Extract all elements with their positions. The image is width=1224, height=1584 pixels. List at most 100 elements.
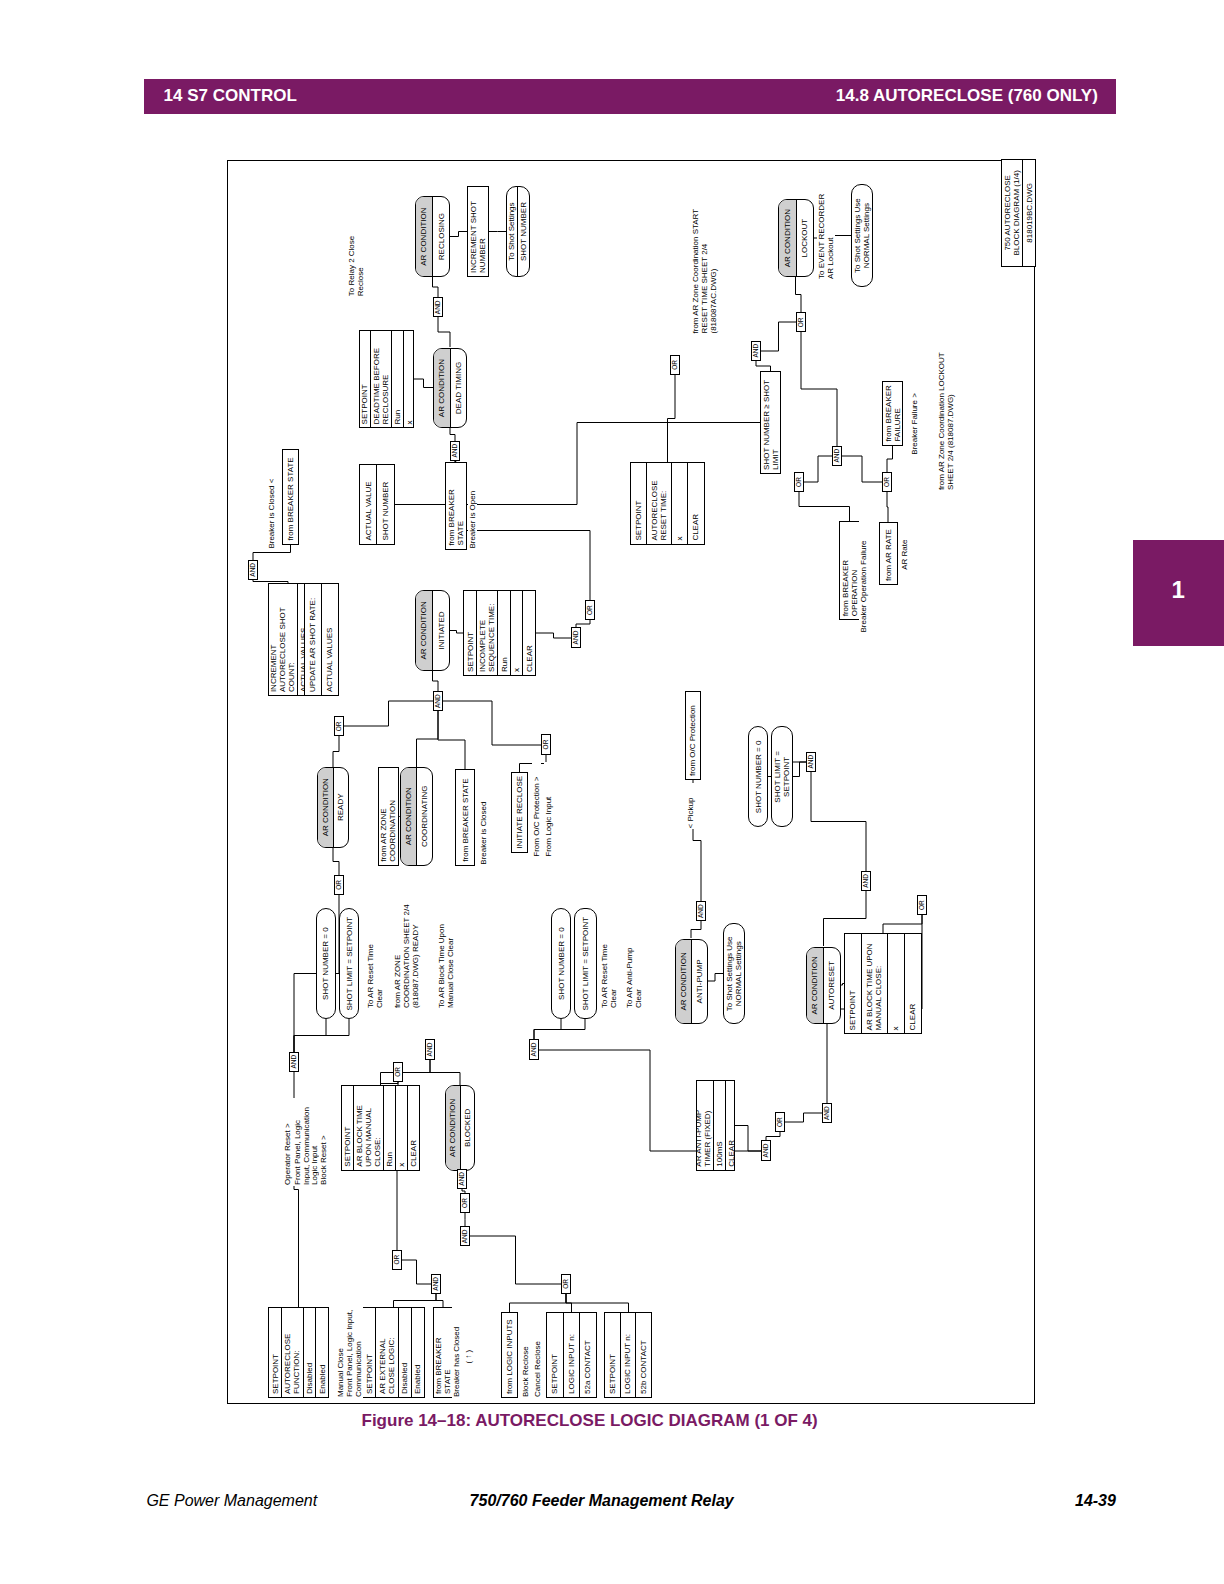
box-text: AR ANTI-PUMP TIMER (FIXED) xyxy=(696,1081,715,1170)
box-text: To Shot Settings Use NORMAL Settings xyxy=(852,185,872,286)
signal-label: To AR Anti-Pump Clear xyxy=(625,930,643,1009)
gate-label: AND xyxy=(461,1227,469,1245)
box-text: SHOT NUMBER xyxy=(378,465,394,544)
signal-wire xyxy=(668,375,676,462)
box-text: from AR ZONE COORDINATION xyxy=(378,768,398,865)
signal-wire xyxy=(450,428,455,441)
signal-wire xyxy=(510,1294,567,1312)
logic-gate: AND xyxy=(248,560,258,580)
signal-wire xyxy=(455,461,590,600)
box-text: SHOT LIMIT = SETPOINT xyxy=(340,909,358,1018)
rounded-box: SHOT LIMIT = SETPOINT xyxy=(771,726,793,827)
wire-layer xyxy=(228,159,1036,1403)
gate-label: OR xyxy=(671,356,679,374)
signal-label: Front Panel, Logic Input, Communication xyxy=(293,1098,311,1186)
box-text: ACTUAL VALUE xyxy=(360,465,377,544)
signal-wire xyxy=(438,711,465,769)
logic-box: SETPOINTLOGIC INPUT n:52b CONTACT xyxy=(604,1312,653,1398)
gate-label: OR xyxy=(394,1063,402,1081)
gate-label: AND xyxy=(434,298,442,316)
logic-gate: OR xyxy=(561,1274,571,1294)
signal-wire xyxy=(887,446,893,472)
signal-wire xyxy=(344,701,433,726)
box-text: ANTI-PUMP xyxy=(692,939,707,1023)
logic-box: SETPOINTAR BLOCK TIME UPON MANUAL CLOSE:… xyxy=(844,933,922,1034)
rounded-box: SHOT LIMIT = SETPOINT xyxy=(339,908,359,1019)
logic-gate: OR xyxy=(392,1249,402,1269)
box-text: To Shot Settings xyxy=(506,187,518,276)
condition-box: AR CONDITIONDEAD TIMING xyxy=(433,347,467,428)
box-text: READY xyxy=(334,768,349,847)
box-text: 52b CONTACT xyxy=(637,1313,652,1397)
box-text: AR BLOCK TIME UPON MANUAL CLOSE: xyxy=(862,934,888,1033)
signal-wire xyxy=(536,633,571,638)
box-text: CLEAR xyxy=(726,1081,735,1170)
signal-label: Manual Close xyxy=(336,1294,345,1398)
box-text: SHOT NUMBER ≥ SHOT LIMIT xyxy=(761,372,781,473)
diagram-frame: 750 AUTORECLOSE BLOCK DIAGRAM (1/4)81801… xyxy=(227,160,1035,1404)
box-text: AUTORECLOSE RESET TIME: xyxy=(647,463,672,544)
signal-wire xyxy=(430,1060,460,1085)
logic-box: from O/C Protection xyxy=(685,691,701,780)
footer-text: GE Power Management xyxy=(146,1492,317,1510)
logic-gate: AND xyxy=(822,1103,832,1123)
signal-wire xyxy=(414,379,433,388)
box-text: CLEAR xyxy=(905,934,921,1033)
gate-label: OR xyxy=(562,1275,570,1293)
box-text: from BREAKER STATE xyxy=(446,463,466,549)
logic-gate: AND xyxy=(529,1039,539,1059)
signal-label: From Logic Input xyxy=(544,762,553,858)
box-text: SHOT LIMIT = SETPOINT xyxy=(772,727,792,826)
signal-wire xyxy=(811,772,866,871)
box-text: INCOMPLETE SEQUENCE TIME: xyxy=(477,591,499,675)
box-text: SETPOINT xyxy=(631,463,647,544)
signal-label: From O/C Protection > xyxy=(532,762,541,858)
logic-gate: AND xyxy=(832,445,842,465)
signal-label: To Relay 2 Close Reclose xyxy=(347,204,365,297)
box-text: CLEAR xyxy=(689,463,704,544)
gate-label: AND xyxy=(752,341,760,359)
box-text: LOCKOUT xyxy=(797,200,813,276)
box-text: Enabled xyxy=(412,1308,424,1397)
signal-wire xyxy=(333,848,339,875)
signal-wire xyxy=(333,736,339,767)
logic-gate: AND xyxy=(431,1274,441,1294)
logic-gate: OR xyxy=(393,1062,403,1082)
signal-label: Breaker has Closed xyxy=(452,1307,461,1398)
box-text: AR CONDITION xyxy=(780,200,797,276)
signal-label: To EVENT RECORDER AR Lockout xyxy=(817,184,835,280)
logic-gate: AND xyxy=(751,340,761,360)
logic-gate: OR xyxy=(334,716,344,736)
signal-wire xyxy=(796,277,802,312)
box-text: ACTUAL VALUES xyxy=(322,584,338,695)
signal-wire xyxy=(842,456,882,482)
logic-gate: AND xyxy=(696,901,706,921)
gate-label: OR xyxy=(393,1250,401,1268)
figure-caption: Figure 14–18: AUTORECLOSE LOGIC DIAGRAM … xyxy=(362,1411,818,1431)
box-text: SETPOINT xyxy=(845,934,862,1033)
logic-box: SETPOINTDEADTIME BEFORE RECLOSURERunx xyxy=(359,330,414,428)
logic-box: SETPOINTINCOMPLETE SEQUENCE TIME:RunxCLE… xyxy=(463,590,536,676)
box-text: 52a CONTACT xyxy=(580,1313,596,1397)
gate-label: AND xyxy=(458,1170,466,1188)
gate-label: OR xyxy=(335,876,343,894)
logic-gate: AND xyxy=(761,1140,771,1160)
signal-label: Operator Reset > xyxy=(283,1098,292,1186)
gate-label: OR xyxy=(586,601,594,619)
signal-label: Breaker Failure > xyxy=(910,375,919,456)
box-text: SHOT NUMBER = 0 xyxy=(552,909,570,1018)
box-text: SETPOINT xyxy=(342,1086,354,1170)
box-text: from BREAKER STATE xyxy=(433,1308,453,1397)
signal-wire xyxy=(883,915,922,933)
page-title: 14.8 AUTORECLOSE (760 ONLY) xyxy=(836,86,1098,106)
chapter-number: 1 xyxy=(1172,576,1185,604)
signal-wire xyxy=(450,630,463,633)
logic-box: from BREAKER STATE xyxy=(445,462,467,550)
logic-box: INCREMENT SHOT NUMBER xyxy=(467,186,489,277)
logic-box: from LOGIC INPUTS xyxy=(501,1312,518,1398)
rounded-box: SHOT LIMIT = SETPOINT xyxy=(575,908,597,1019)
logic-box: from AR RATE xyxy=(880,522,898,585)
logic-gate: OR xyxy=(883,472,893,492)
signal-label: from AR ZONE COORDINATION SHEET 2/4 (818… xyxy=(393,901,420,1009)
signal-label: from AR Zone Coordination START RESET TI… xyxy=(691,206,718,334)
